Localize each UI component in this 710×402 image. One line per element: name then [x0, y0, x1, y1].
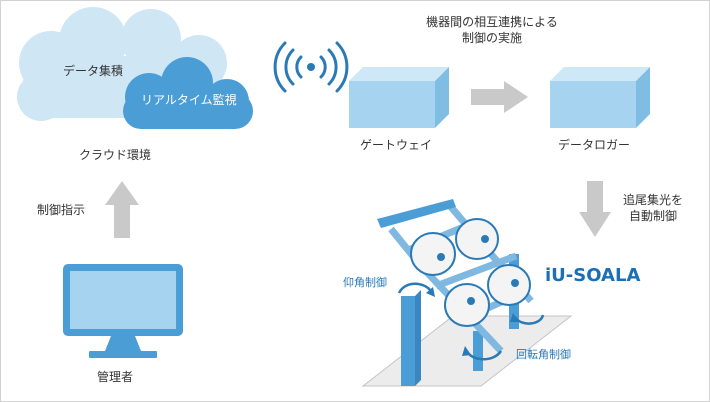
cloud-caption: クラウド環境 [79, 148, 152, 162]
cooperation-caption: 機器間の相互連携による 制御の実施 [417, 15, 567, 46]
monitor-icon [63, 264, 183, 358]
logger-label: データロガー [558, 138, 631, 152]
gateway-label: ゲートウェイ [360, 138, 433, 152]
rotation-control-label: 回転角制御 [516, 348, 571, 361]
cloud-shape [17, 7, 253, 129]
tracking-line-1: 追尾集光を [622, 193, 683, 207]
cooperation-line-2: 制御の実施 [461, 30, 522, 45]
tracking-line-2: 自動制御 [628, 208, 677, 223]
control-instruction-label: 制御指示 [37, 203, 86, 217]
cloud-data-label: データ集積 [63, 64, 124, 78]
cloud-realtime-label: リアルタイム監視 [141, 93, 237, 107]
admin-label: 管理者 [97, 370, 134, 384]
control-arrow-up [105, 181, 139, 238]
solar-tracker [361, 199, 573, 387]
gateway-box [349, 67, 449, 128]
tracking-caption: 追尾集光を 自動制御 [613, 193, 693, 224]
gateway-to-logger-arrow [471, 81, 528, 113]
elevation-control-label: 仰角制御 [343, 276, 387, 289]
cooperation-line-1: 機器間の相互連携による [426, 15, 558, 29]
logger-box [550, 67, 650, 128]
brand-name: iU-SOALA [545, 265, 641, 286]
wifi-signal-icon [273, 41, 349, 93]
logger-to-solar-arrow [579, 181, 611, 237]
